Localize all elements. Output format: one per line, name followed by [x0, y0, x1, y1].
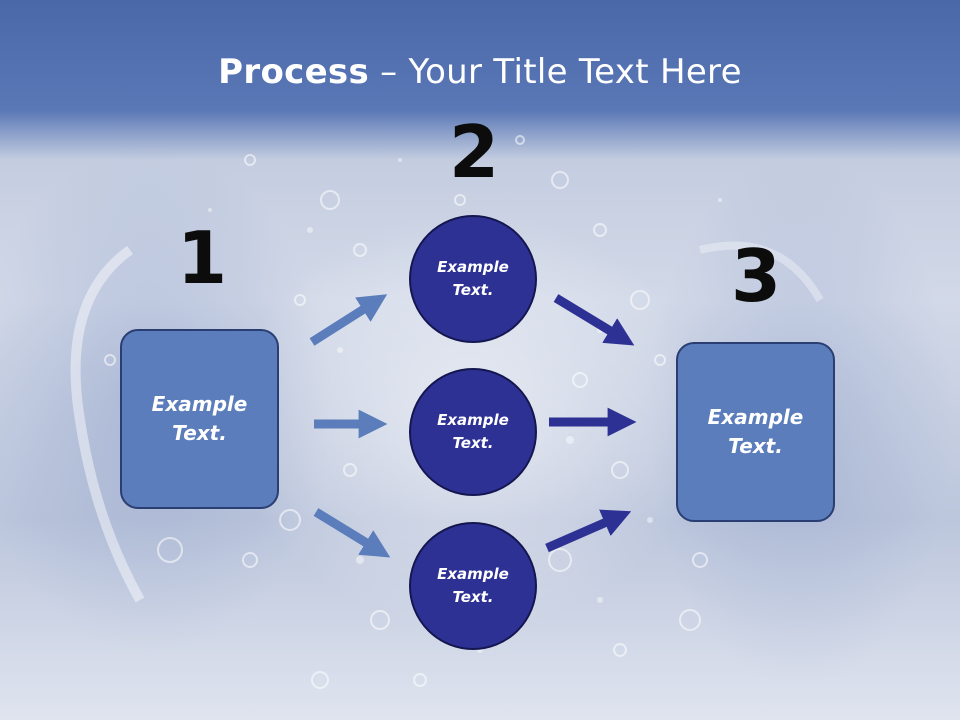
- circle-top-text-line1: Example: [437, 258, 509, 276]
- circle-bottom-text-line1: Example: [437, 565, 509, 583]
- step-2-circle-top: Example Text.: [409, 215, 537, 343]
- step-2-circle-bottom: Example Text.: [409, 522, 537, 650]
- step-number-1: 1: [177, 216, 228, 300]
- step-1-text-line2: Text.: [172, 421, 227, 445]
- step-3-text-line1: Example: [707, 405, 804, 429]
- title-bold: Process: [218, 52, 370, 92]
- arrow-box1-to-circle-top: [309, 294, 388, 346]
- circle-top-text-line2: Text.: [452, 281, 494, 299]
- arrow-box1-to-circle-bottom: [313, 508, 391, 558]
- arrow-circle-bottom-to-box3: [545, 509, 632, 553]
- step-1-box: Example Text.: [120, 329, 279, 509]
- arrow-circle-top-to-box3: [553, 294, 635, 346]
- title-rest: – Your Title Text Here: [369, 52, 742, 92]
- step-number-2: 2: [449, 110, 500, 194]
- step-number-3: 3: [731, 234, 782, 318]
- slide-title: Process – Your Title Text Here: [0, 52, 960, 92]
- step-3-text-line2: Text.: [728, 434, 783, 458]
- step-2-circle-middle: Example Text.: [409, 368, 537, 496]
- step-1-text-line1: Example: [151, 392, 248, 416]
- circle-middle-text-line1: Example: [437, 411, 509, 429]
- circle-middle-text-line2: Text.: [452, 434, 494, 452]
- circle-bottom-text-line2: Text.: [452, 588, 494, 606]
- step-3-box: Example Text.: [676, 342, 835, 522]
